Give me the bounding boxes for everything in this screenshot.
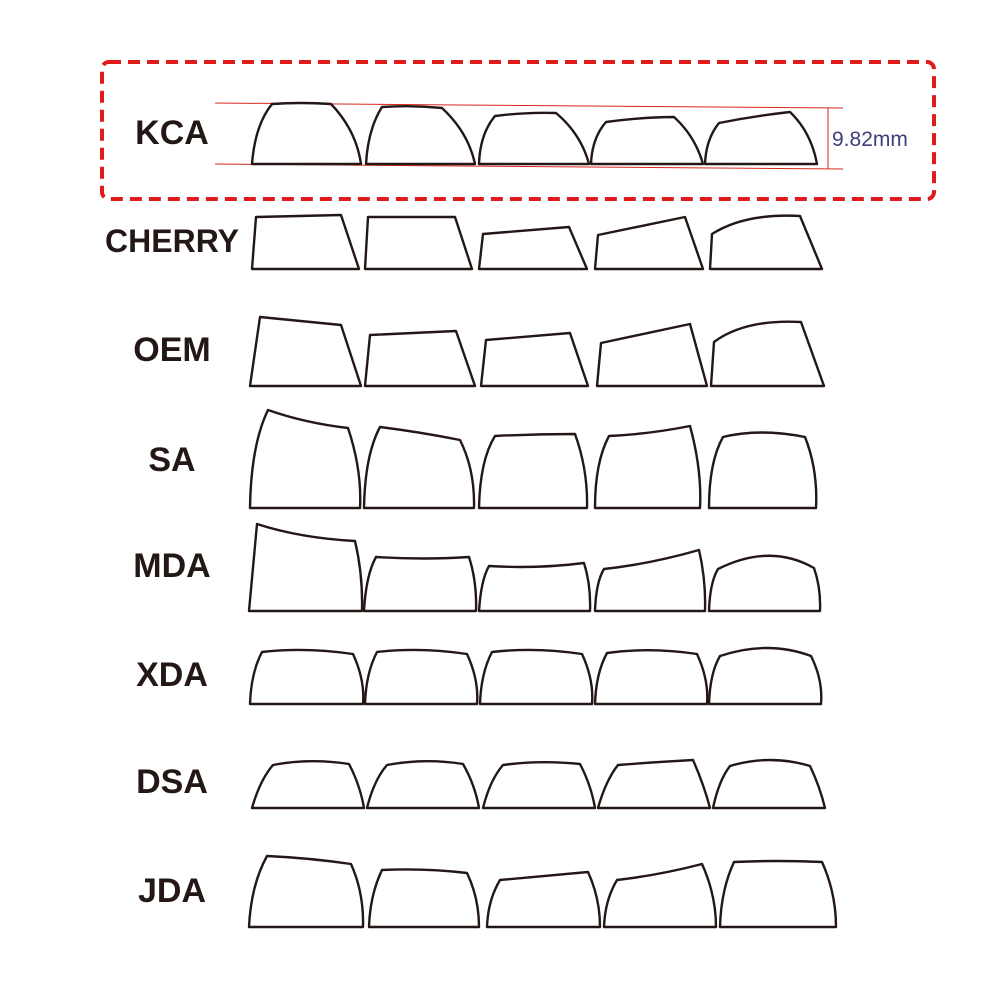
keycap-sa-2 xyxy=(362,425,476,510)
keycap-cherry-3 xyxy=(477,225,589,271)
jda-row xyxy=(247,854,838,929)
mda-row xyxy=(247,522,822,613)
keycap-jda-2 xyxy=(367,868,481,929)
keycap-xda-2 xyxy=(363,648,479,706)
profile-label-jda: JDA xyxy=(138,872,206,910)
keycap-sa-3 xyxy=(477,432,589,510)
cherry-row xyxy=(250,213,824,271)
oem-row xyxy=(248,315,826,388)
sa-row xyxy=(248,408,818,510)
keycap-oem-2 xyxy=(363,329,477,388)
keycap-sa-5 xyxy=(707,431,818,510)
keycap-mda-1 xyxy=(247,522,364,613)
keycap-xda-5 xyxy=(707,646,823,706)
keycap-dsa-4 xyxy=(596,758,712,810)
keycap-cherry-5 xyxy=(708,214,824,271)
kca-highlight-box xyxy=(100,60,936,201)
keycap-cherry-2 xyxy=(363,215,474,271)
keycap-jda-4 xyxy=(602,862,718,929)
keycap-xda-1 xyxy=(248,648,365,706)
keycap-dsa-5 xyxy=(711,758,827,810)
profile-label-kca: KCA xyxy=(135,114,209,152)
keycap-jda-5 xyxy=(718,859,838,929)
keycap-kca-3 xyxy=(477,111,591,166)
keycap-mda-2 xyxy=(362,555,478,613)
keycap-mda-3 xyxy=(477,561,592,613)
kca-row: 9.82mm xyxy=(214,101,908,170)
keycap-oem-5 xyxy=(709,320,826,388)
keycap-oem-3 xyxy=(479,331,590,388)
profile-label-mda: MDA xyxy=(133,547,210,585)
keycap-dsa-1 xyxy=(250,760,366,810)
keycap-dsa-3 xyxy=(481,761,597,810)
xda-row xyxy=(248,646,823,706)
keycap-dsa-2 xyxy=(365,760,481,810)
profile-label-xda: XDA xyxy=(136,656,208,694)
keycap-oem-4 xyxy=(595,322,709,388)
keycap-oem-1 xyxy=(248,315,363,388)
keycap-mda-5 xyxy=(707,554,822,613)
kca-height-measurement: 9.82mm xyxy=(832,128,908,151)
keycap-xda-3 xyxy=(478,648,594,706)
keycap-cherry-1 xyxy=(250,213,361,271)
keycap-sa-1 xyxy=(248,408,362,510)
keycap-mda-4 xyxy=(593,548,707,613)
profile-label-dsa: DSA xyxy=(136,763,208,801)
profile-label-sa: SA xyxy=(148,441,195,479)
profile-label-oem: OEM xyxy=(133,331,210,369)
dsa-row xyxy=(250,758,827,810)
keycap-sa-4 xyxy=(593,424,702,510)
keycap-kca-1 xyxy=(250,101,363,166)
keycap-xda-4 xyxy=(593,649,709,706)
keycap-cherry-4 xyxy=(593,215,705,271)
keycap-jda-1 xyxy=(247,854,365,929)
keycap-kca-4 xyxy=(589,115,705,166)
profile-label-cherry: CHERRY xyxy=(105,223,239,259)
keycap-jda-3 xyxy=(485,870,602,929)
keycap-kca-2 xyxy=(364,105,477,166)
keycap-kca-5 xyxy=(703,110,819,166)
